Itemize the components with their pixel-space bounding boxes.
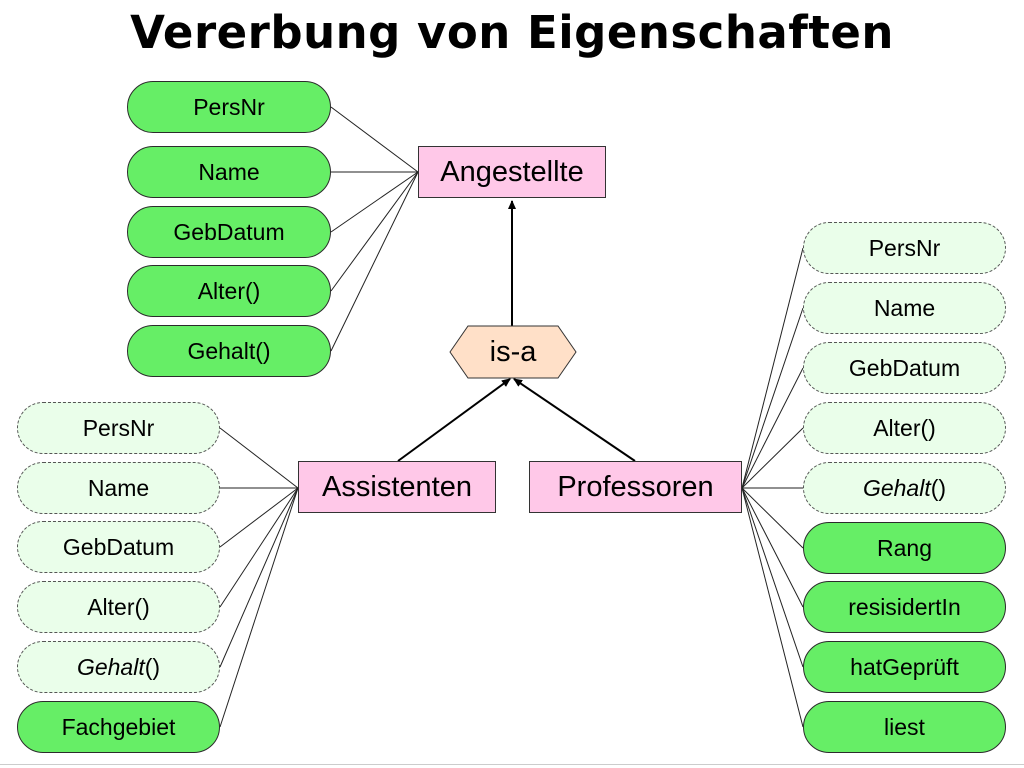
professoren-attr-alter[interactable]: Alter(): [803, 402, 1006, 454]
assistenten-attr-alter[interactable]: Alter(): [17, 581, 220, 633]
isa-arrows: [397, 200, 636, 462]
entity-professoren[interactable]: Professoren: [529, 461, 742, 513]
professoren-attribute-lines: [741, 247, 804, 728]
professoren-attr-residiertin[interactable]: resisidertIn: [803, 581, 1006, 633]
assistenten-attr-gehalt[interactable]: Gehalt(): [17, 641, 220, 693]
professoren-attr-hatgeprueft[interactable]: hatGeprüft: [803, 641, 1006, 693]
angestellte-attr-persnr[interactable]: PersNr: [127, 81, 331, 133]
assistenten-attr-persnr[interactable]: PersNr: [17, 402, 220, 454]
gehalt-suffix-text: (): [930, 474, 947, 501]
angestellte-attr-name[interactable]: Name: [127, 146, 331, 198]
isa-hexagon: [449, 325, 577, 379]
assistenten-attr-fachgebiet[interactable]: Fachgebiet: [17, 701, 220, 753]
gehalt-suffix-text: (): [144, 653, 161, 680]
isa-label[interactable]: is-a: [489, 335, 537, 368]
professoren-attr-persnr[interactable]: PersNr: [803, 222, 1006, 274]
page-title: Vererbung von Eigenschaften: [130, 6, 894, 59]
professoren-attr-rang[interactable]: Rang: [803, 522, 1006, 574]
gehalt-italic-text: Gehalt: [76, 653, 145, 680]
angestellte-attr-alter[interactable]: Alter(): [127, 265, 331, 317]
professoren-attr-gebdatum[interactable]: GebDatum: [803, 342, 1006, 394]
assistenten-attribute-lines: [219, 427, 299, 728]
assistenten-attr-name[interactable]: Name: [17, 462, 220, 514]
entity-angestellte[interactable]: Angestellte: [418, 146, 606, 198]
professoren-attr-gehalt[interactable]: Gehalt(): [803, 462, 1006, 514]
entity-assistenten[interactable]: Assistenten: [298, 461, 496, 513]
assistenten-attr-gebdatum[interactable]: GebDatum: [17, 521, 220, 573]
bottom-divider: [0, 764, 1024, 765]
angestellte-attribute-lines: [330, 106, 419, 352]
gehalt-italic-text: Gehalt: [862, 474, 931, 501]
angestellte-attr-gehalt[interactable]: Gehalt(): [127, 325, 331, 377]
angestellte-attr-gebdatum[interactable]: GebDatum: [127, 206, 331, 258]
professoren-attr-liest[interactable]: liest: [803, 701, 1006, 753]
professoren-attr-name[interactable]: Name: [803, 282, 1006, 334]
